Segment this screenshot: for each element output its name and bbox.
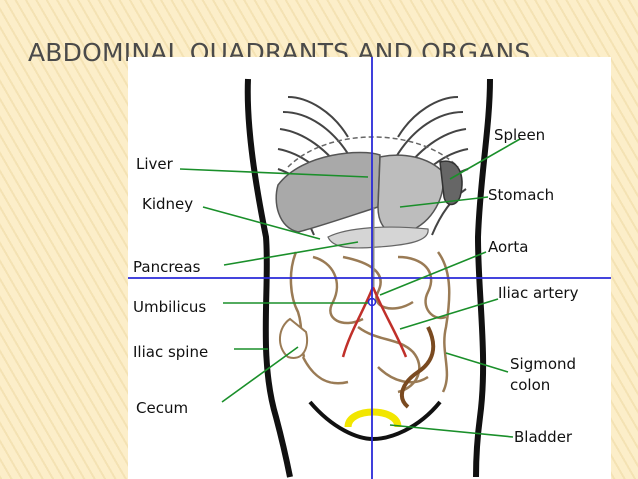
diaphragm (287, 136, 459, 168)
label-sigmoid-line1: Sigmond (510, 355, 576, 373)
umbilicus-marker (367, 297, 377, 307)
spleen (439, 160, 463, 206)
label-aorta: Aorta (488, 238, 528, 256)
label-stomach: Stomach (488, 186, 554, 204)
label-iliac-spine: Iliac spine (133, 343, 208, 361)
abdomen-figure-panel: Liver Kidney Pancreas Umbilicus Iliac sp… (128, 57, 611, 479)
leader-sigmoid-colon (445, 352, 509, 373)
body-outline-left (244, 78, 293, 478)
label-cecum: Cecum (136, 399, 188, 417)
label-kidney: Kidney (142, 195, 193, 213)
label-umbilicus: Umbilicus (133, 298, 206, 316)
intestines (289, 251, 451, 394)
leader-pancreas (223, 241, 359, 266)
bladder (344, 408, 402, 428)
label-iliac-artery: Iliac artery (498, 284, 579, 302)
leader-liver (179, 168, 369, 178)
abdomen-diagram: Liver Kidney Pancreas Umbilicus Iliac sp… (128, 57, 611, 479)
leader-stomach (399, 196, 489, 208)
liver (275, 151, 381, 233)
iliac-artery-right (371, 286, 408, 358)
leader-cecum (221, 346, 299, 403)
iliac-artery-left (341, 286, 375, 358)
leader-spleen (449, 138, 521, 180)
leader-iliac-artery (399, 298, 499, 330)
leader-aorta (379, 251, 487, 296)
pelvis (308, 400, 442, 442)
label-pancreas: Pancreas (133, 258, 201, 276)
body-outline-right (473, 78, 493, 478)
stomach (377, 154, 445, 235)
sigmoid-colon (399, 326, 436, 409)
label-bladder: Bladder (514, 428, 573, 446)
label-liver: Liver (136, 155, 174, 173)
cecum (279, 317, 308, 359)
leader-kidney (202, 206, 321, 240)
leader-lines (179, 138, 521, 438)
leader-bladder (389, 424, 514, 438)
label-sigmoid-line2: colon (510, 376, 550, 394)
label-spleen: Spleen (494, 126, 545, 144)
